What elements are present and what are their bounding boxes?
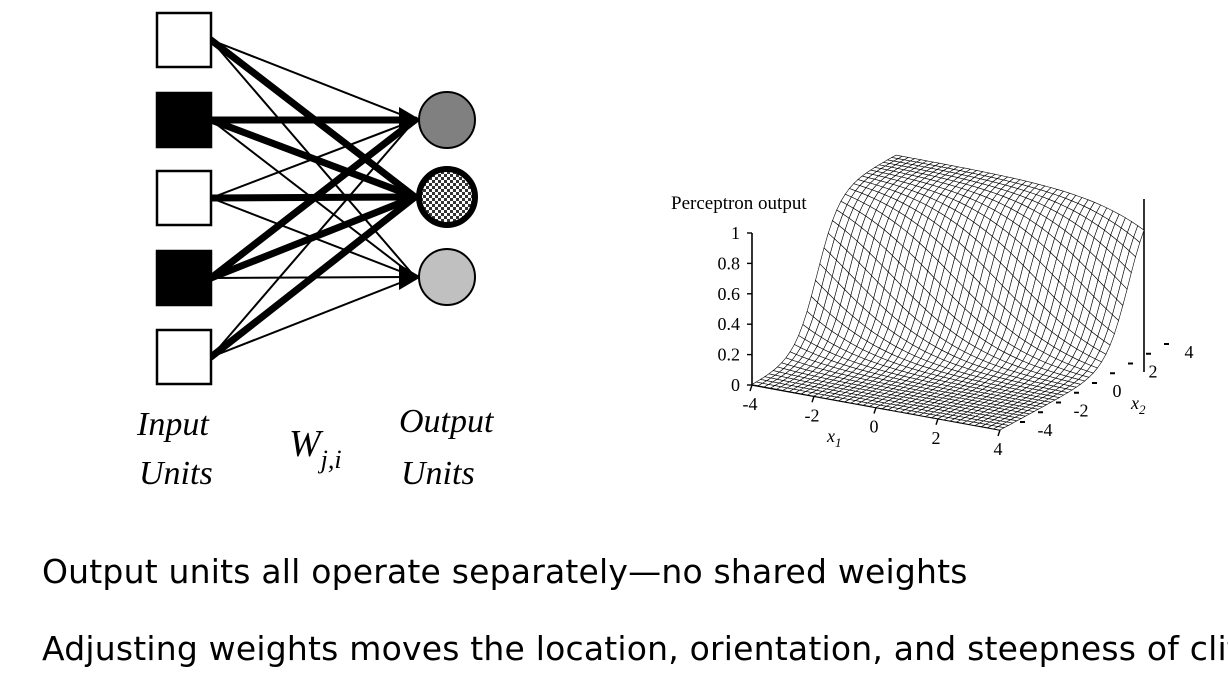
x2-tick-label: 0 xyxy=(1113,381,1122,401)
z-tick-label: 0.6 xyxy=(718,284,741,304)
x2-tick-label: 2 xyxy=(1149,362,1158,382)
x1-tick-mark xyxy=(811,396,815,403)
x1-tick-mark xyxy=(935,418,939,425)
x2-tick-label: -2 xyxy=(1074,401,1089,421)
x1-tick-label: -2 xyxy=(805,405,820,425)
x1-tick-mark xyxy=(749,384,753,392)
sigmoid-surface-mesh xyxy=(751,154,1145,431)
z-tick-label: 0.4 xyxy=(718,314,741,334)
connection-arrowheads xyxy=(399,107,421,290)
perceptron-network-diagram: Input Units Wj,i Output Units xyxy=(136,11,495,492)
input-unit xyxy=(155,11,213,69)
weight-connection xyxy=(210,119,416,199)
weight-connection xyxy=(210,39,416,121)
x1-axis-ticks: -4 -2 0 2 4 xyxy=(743,384,1003,459)
z-tick-label: 0 xyxy=(731,375,740,395)
arrowhead xyxy=(399,107,421,133)
z-axis-ticks: 0 0.2 0.4 0.6 0.8 1 xyxy=(718,223,752,395)
input-unit xyxy=(155,249,213,307)
output-units-label-line1: Output xyxy=(399,403,495,440)
output-units-label-line2: Units xyxy=(401,455,475,492)
x1-tick-label: 0 xyxy=(870,417,879,437)
x2-tick-label: 4 xyxy=(1185,342,1194,362)
x1-tick-label: 2 xyxy=(932,428,941,448)
input-units-label-line1: Input xyxy=(136,406,210,443)
caption-line-1: Output units all operate separately—no s… xyxy=(42,552,968,591)
output-units xyxy=(416,91,478,306)
weight-connection xyxy=(207,193,419,361)
x1-axis-label: x1 xyxy=(826,426,842,450)
z-axis-title: Perceptron output xyxy=(671,193,807,214)
x2-axis-ticks: -4 -2 0 2 4 xyxy=(1020,342,1194,440)
z-tick-label: 0.8 xyxy=(718,253,741,273)
input-unit xyxy=(155,91,213,149)
x2-axis-label: x2 xyxy=(1130,393,1146,417)
x1-tick-mark xyxy=(997,429,1001,437)
weight-connection xyxy=(207,116,419,282)
input-unit xyxy=(155,328,213,386)
output-unit xyxy=(418,91,476,149)
x1-tick-label: 4 xyxy=(994,439,1003,459)
input-units xyxy=(155,11,213,386)
x1-tick-label: -4 xyxy=(743,394,758,414)
surface-cell xyxy=(992,426,1006,431)
z-tick-label: 0.2 xyxy=(718,345,741,365)
weight-connection xyxy=(210,276,416,358)
output-unit xyxy=(416,166,478,228)
input-unit xyxy=(155,169,213,227)
perceptron-output-surface-plot: Perceptron output 0 0.2 0.4 0.6 0.8 1 -4 -2 0 2 4… xyxy=(671,154,1194,459)
arrowhead xyxy=(399,184,421,210)
arrowhead xyxy=(399,264,421,290)
x1-tick-mark xyxy=(873,407,877,414)
weight-connections xyxy=(207,36,419,361)
output-unit xyxy=(418,248,476,306)
caption-line-2: Adjusting weights moves the location, or… xyxy=(42,629,1228,668)
weight-connection xyxy=(210,119,416,358)
weight-label: Wj,i xyxy=(289,423,342,474)
x2-tick-label: -4 xyxy=(1038,420,1053,440)
input-units-label-line2: Units xyxy=(139,455,213,492)
z-tick-label: 1 xyxy=(731,223,740,243)
